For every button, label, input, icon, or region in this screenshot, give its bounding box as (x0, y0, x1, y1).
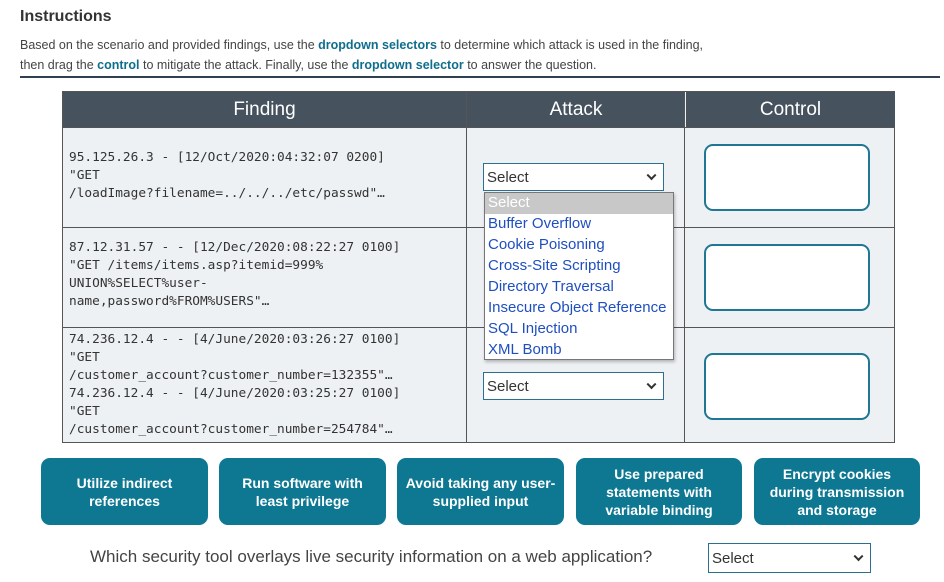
dropdown-option[interactable]: Insecure Object Reference (488, 299, 667, 316)
header-control: Control (686, 92, 895, 127)
mitigation-avoid-user-input[interactable]: Avoid taking any user-supplied input (397, 458, 564, 525)
attack-select-1[interactable]: Select (483, 163, 664, 191)
dropdown-option[interactable]: Cross-Site Scripting (488, 257, 621, 274)
dropdown-option[interactable]: Buffer Overflow (488, 215, 592, 232)
question-select[interactable]: Select (708, 543, 871, 573)
chevron-down-icon (646, 170, 657, 181)
instructions-text: Based on the scenario and provided findi… (20, 38, 704, 72)
dropdown-selector-highlight: dropdown selector (351, 58, 464, 72)
dropdown-option[interactable]: SQL Injection (488, 320, 578, 337)
dropdown-selectors-highlight: dropdown selectors (318, 38, 437, 52)
control-drop-zone-1[interactable] (704, 144, 870, 211)
row-divider (63, 127, 894, 128)
question-text: Which security tool overlays live securi… (90, 547, 653, 566)
finding-text-3: 74.236.12.4 - - [4/June/2020:03:26:27 01… (69, 332, 401, 437)
dropdown-option[interactable]: Directory Traversal (488, 278, 614, 295)
control-drop-zone-2[interactable] (704, 244, 870, 311)
row-divider (63, 327, 894, 328)
finding-text-1: 95.125.26.3 - [12/Oct/2020:04:32:07 0200… (69, 150, 385, 201)
attack-select-3-value: Select (487, 377, 529, 395)
control-highlight: control (97, 58, 140, 72)
divider (20, 76, 940, 78)
findings-table: Finding Attack Control 95.125.26.3 - [12… (62, 91, 895, 443)
question-select-value: Select (712, 549, 754, 567)
chevron-down-icon (853, 551, 864, 562)
dropdown-option[interactable]: Cookie Poisoning (488, 236, 605, 253)
instructions-title: Instructions (20, 8, 112, 25)
mitigation-encrypt-cookies[interactable]: Encrypt cookies during transmission and … (754, 458, 920, 525)
column-divider (684, 92, 685, 442)
attack-dropdown-list[interactable]: Select Buffer Overflow Cookie Poisoning … (484, 192, 674, 360)
attack-select-3[interactable]: Select (483, 372, 664, 400)
chevron-down-icon (646, 379, 657, 390)
column-divider (466, 92, 467, 442)
dropdown-option[interactable]: XML Bomb (488, 341, 562, 358)
row-divider (63, 227, 894, 228)
dropdown-option[interactable]: Select (485, 193, 673, 214)
control-drop-zone-3[interactable] (704, 353, 870, 420)
finding-text-2: 87.12.31.57 - - [12/Dec/2020:08:22:27 01… (69, 240, 401, 309)
mitigation-indirect-references[interactable]: Utilize indirect references (41, 458, 208, 525)
mitigation-least-privilege[interactable]: Run software with least privilege (219, 458, 386, 525)
attack-select-1-value: Select (487, 168, 529, 186)
header-attack: Attack (467, 92, 685, 127)
mitigation-prepared-statements[interactable]: Use prepared statements with variable bi… (576, 458, 742, 525)
header-finding: Finding (63, 92, 466, 127)
